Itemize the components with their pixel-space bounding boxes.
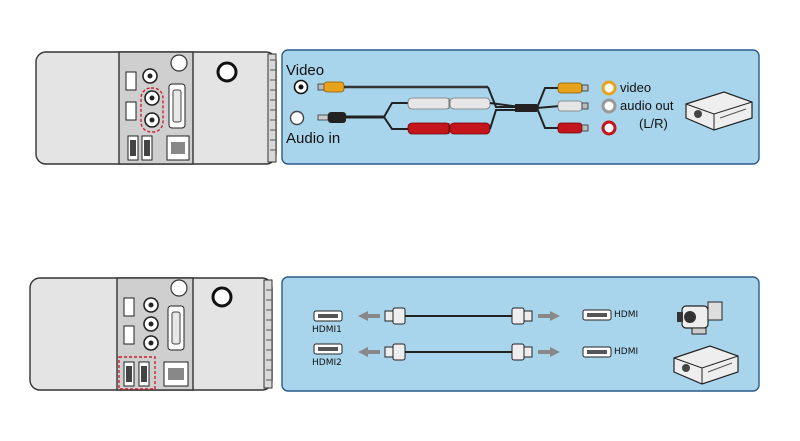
projector-icon	[685, 91, 753, 131]
red-rca-coupler	[407, 122, 491, 135]
audio-in-label: Audio in	[286, 130, 341, 147]
audio-in-jack-icon	[289, 110, 305, 126]
rca-jacks-right	[601, 80, 617, 136]
audio-plug-left	[317, 102, 408, 130]
device-rear-panel-bottom	[29, 277, 273, 391]
highlight-av-ports	[140, 87, 164, 133]
hdmi-cable-icon	[358, 343, 560, 361]
usb-port-icon	[127, 135, 153, 161]
hdmi-cable-icon	[358, 307, 560, 325]
rca-video-jack-icon	[293, 79, 309, 95]
hdmi1-label: HDMI1	[312, 325, 342, 335]
rca-plugs-right	[557, 82, 589, 134]
highlight-usb-hdmi-ports	[118, 356, 156, 390]
hdmi-connection-panel	[281, 276, 760, 392]
hdmi-port-icon	[125, 71, 137, 121]
white-rca-coupler	[407, 97, 491, 110]
hdmi-port-icon	[313, 310, 343, 355]
video-label: Video	[286, 62, 325, 79]
lr-label: (L/R)	[639, 116, 668, 131]
hdmi-port-icon	[582, 309, 612, 358]
hdmi-right-label-1: HDMI	[614, 310, 639, 320]
camcorder-icon	[677, 301, 723, 335]
audio-out-label: audio out	[620, 98, 674, 113]
video-out-label: video	[620, 80, 652, 95]
vga-port-icon	[168, 83, 186, 129]
hdmi-right-label-2: HDMI	[614, 347, 639, 357]
av-connection-panel	[281, 49, 760, 165]
device-rear-panel-top	[35, 51, 277, 165]
projector-icon	[673, 345, 739, 385]
yellow-rca-plug-left	[317, 81, 488, 93]
hdmi2-label: HDMI2	[312, 358, 342, 368]
lan-port-icon	[166, 135, 190, 161]
